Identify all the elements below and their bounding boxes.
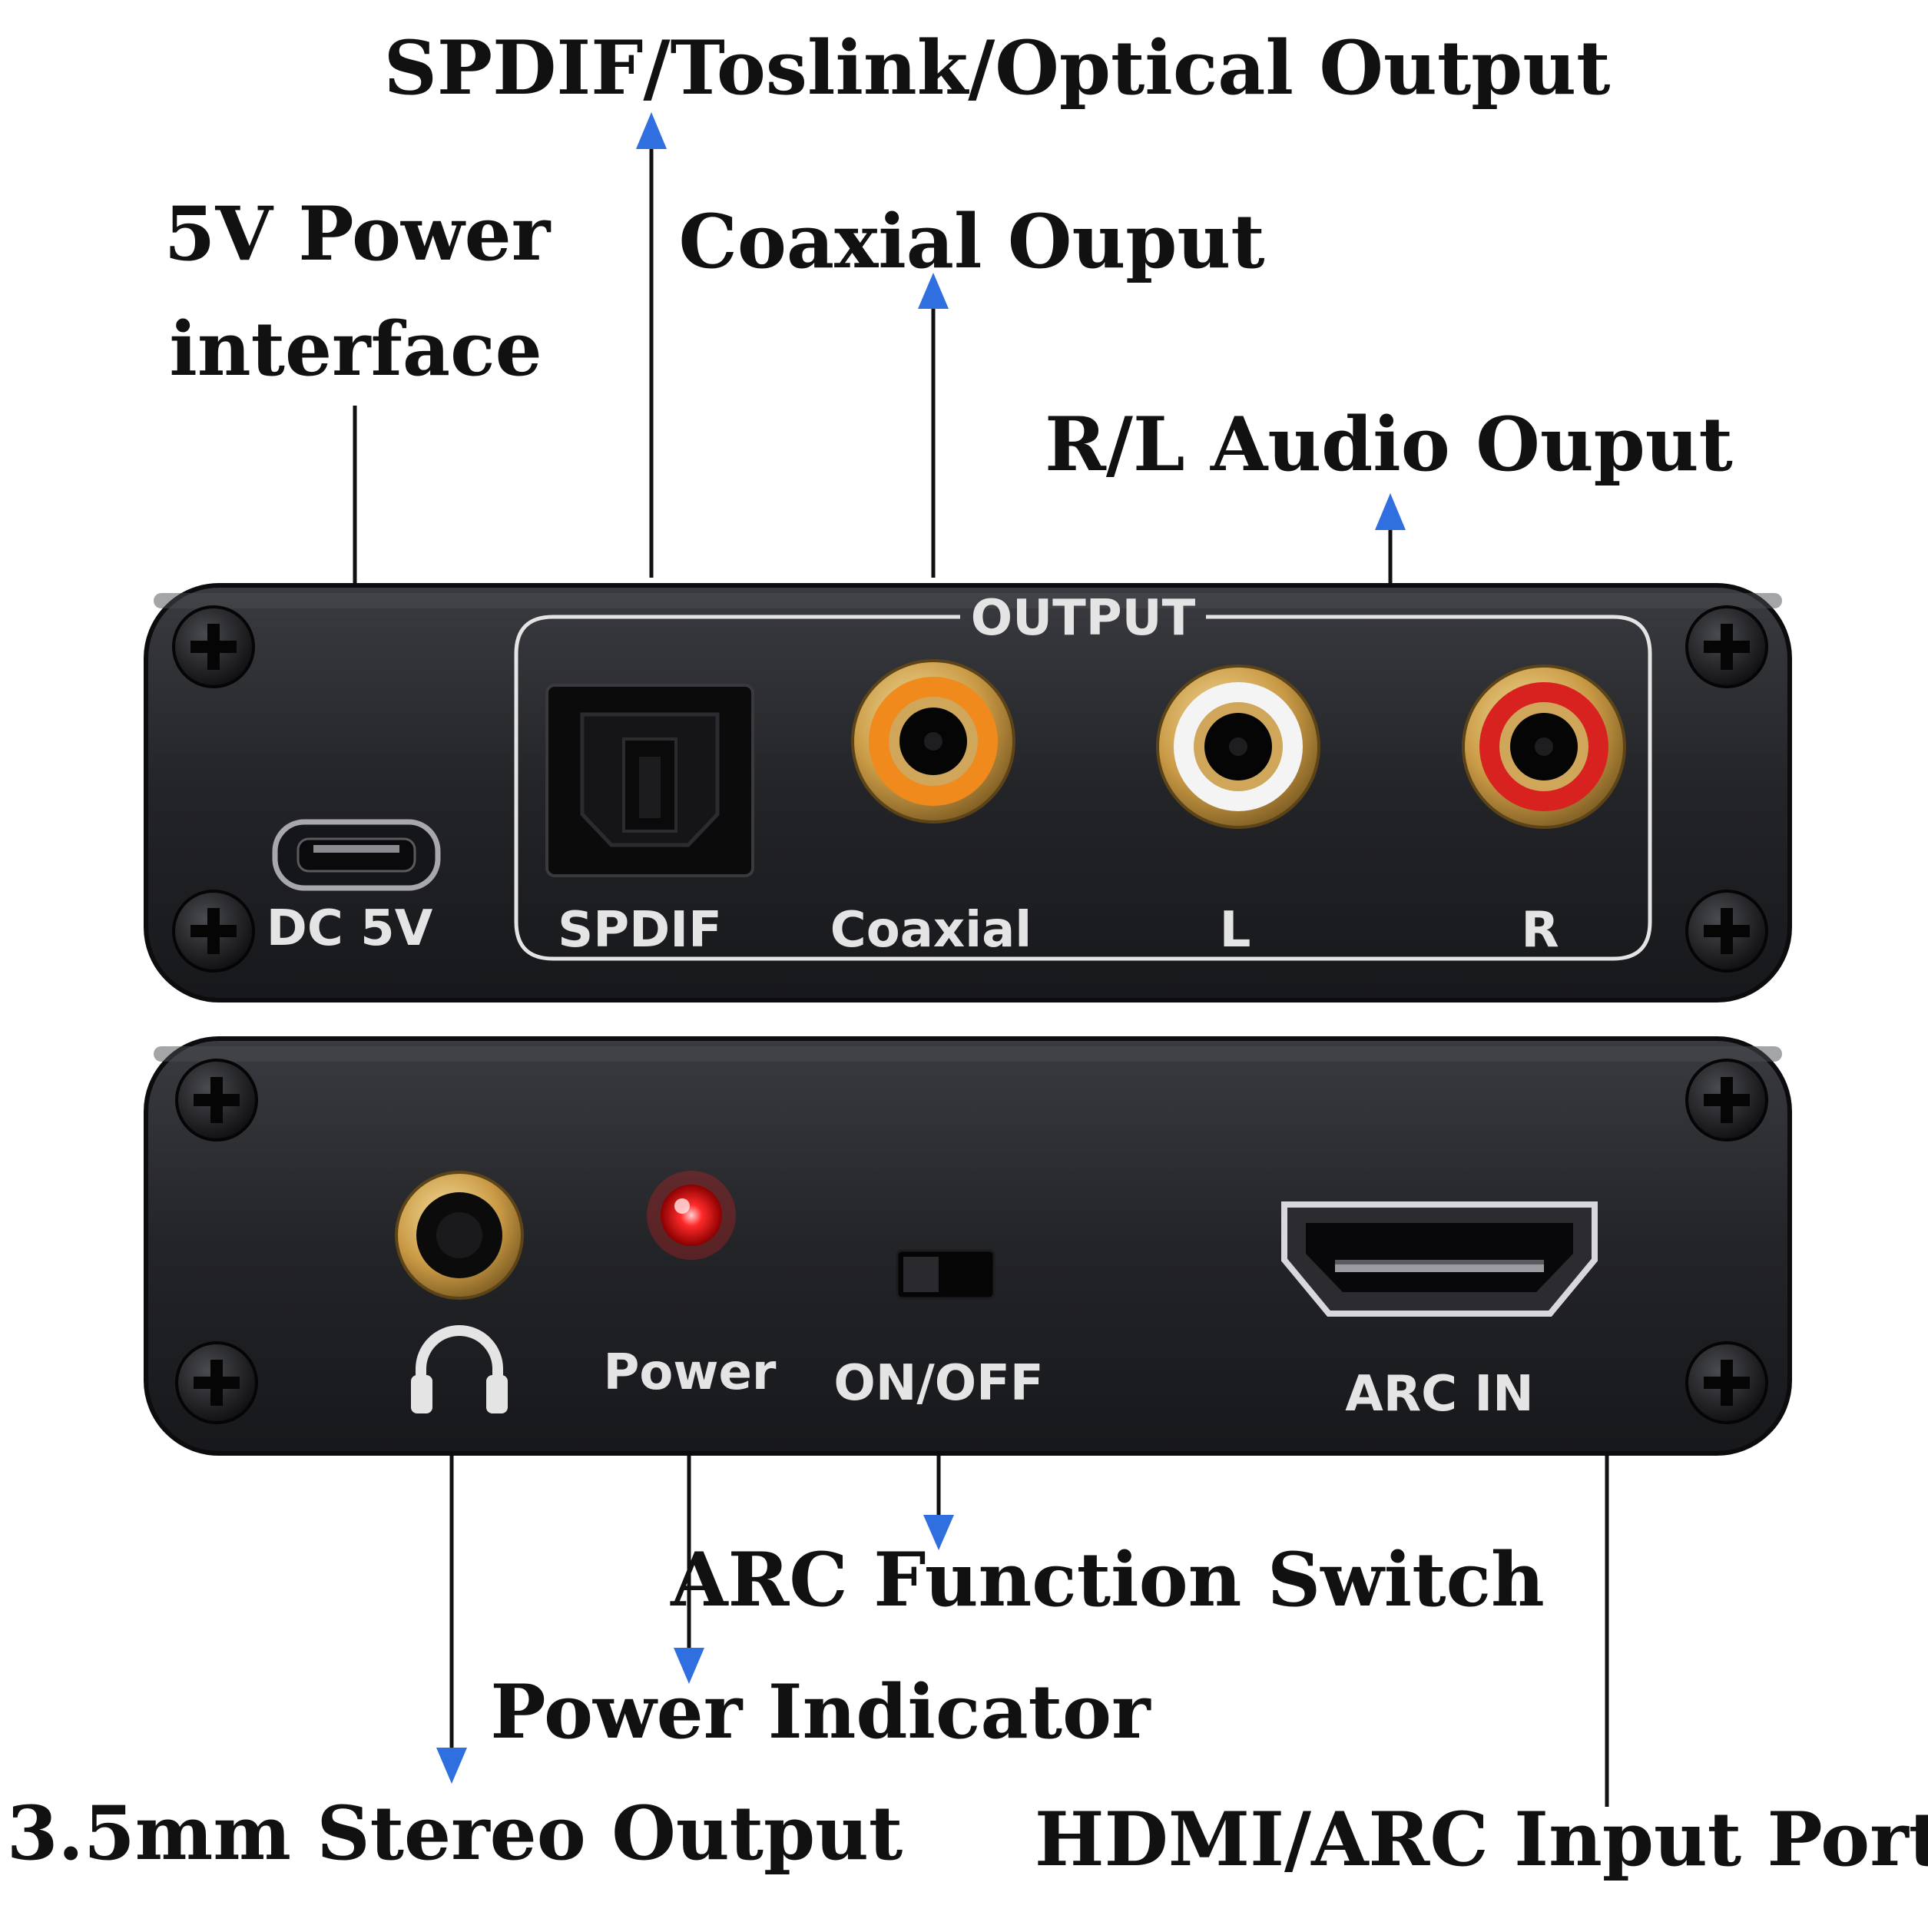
dc-5v-label: DC 5V <box>267 900 433 957</box>
screw-icon <box>172 890 255 973</box>
coaxial-rca-port[interactable] <box>851 659 1015 824</box>
output-group-label: OUTPUT <box>971 590 1196 647</box>
arrow-head-icon <box>923 1515 954 1550</box>
arrow-head-icon <box>636 112 667 149</box>
spdif-label: SPDIF <box>558 902 722 959</box>
output-group-border <box>514 615 1652 961</box>
headphone-icon <box>411 1325 508 1413</box>
arc-on-off-switch[interactable] <box>896 1249 995 1300</box>
stereo-jack-port[interactable] <box>395 1171 524 1300</box>
front-panel-highlight <box>154 593 1782 608</box>
power-indicator-callout: Power Indicator <box>490 1669 1151 1755</box>
on-off-label: ON/OFF <box>833 1355 1043 1412</box>
screw-icon <box>175 1059 258 1142</box>
arc-in-label: ARC IN <box>1345 1366 1533 1423</box>
l-label: L <box>1220 902 1251 959</box>
arrow-head-icon <box>436 1748 467 1784</box>
coaxial-label: Coaxial <box>830 902 1032 959</box>
rl-audio-output-callout: R/L Audio Ouput <box>1045 401 1733 488</box>
power-led <box>647 1171 736 1260</box>
optical-output-callout: SPDIF/Toslink/Optical Output <box>384 25 1611 111</box>
right-audio-rca-port[interactable] <box>1462 664 1626 829</box>
left-audio-rca-port[interactable] <box>1156 664 1320 829</box>
power-interface-callout-line2: interface <box>169 306 542 393</box>
back-panel: Power ON/OFF ARC IN <box>144 1036 1792 1456</box>
arrow-head-icon <box>918 273 949 309</box>
screw-icon <box>1685 1059 1768 1142</box>
power-label: Power <box>604 1344 777 1401</box>
stereo-output-callout: 3.5mm Stereo Output <box>7 1790 903 1877</box>
screw-icon <box>172 605 255 688</box>
back-panel-body <box>144 1036 1792 1456</box>
r-label: R <box>1521 902 1559 959</box>
spdif-optical-port[interactable] <box>545 684 754 877</box>
front-panel: OUTPUT DC 5V SPDIF Coaxial L R <box>144 583 1792 1002</box>
hdmi-arc-port[interactable] <box>1281 1201 1598 1317</box>
callouts: SPDIF/Toslink/Optical Output 5V Power in… <box>7 25 1928 1883</box>
arrow-head-icon <box>674 1648 704 1684</box>
power-interface-callout-line1: 5V Power <box>164 191 552 277</box>
screw-icon <box>175 1341 258 1424</box>
screw-icon <box>1685 1341 1768 1424</box>
arc-function-switch-callout: ARC Function Switch <box>670 1536 1545 1623</box>
coaxial-output-callout: Coaxial Ouput <box>678 198 1264 285</box>
arrow-head-icon <box>1375 493 1406 530</box>
micro-usb-port[interactable] <box>272 819 441 891</box>
screw-icon <box>1685 605 1768 688</box>
back-panel-highlight <box>154 1046 1782 1062</box>
screw-icon <box>1685 890 1768 973</box>
hdmi-arc-input-callout: HDMI/ARC Input Port <box>1035 1796 1928 1883</box>
